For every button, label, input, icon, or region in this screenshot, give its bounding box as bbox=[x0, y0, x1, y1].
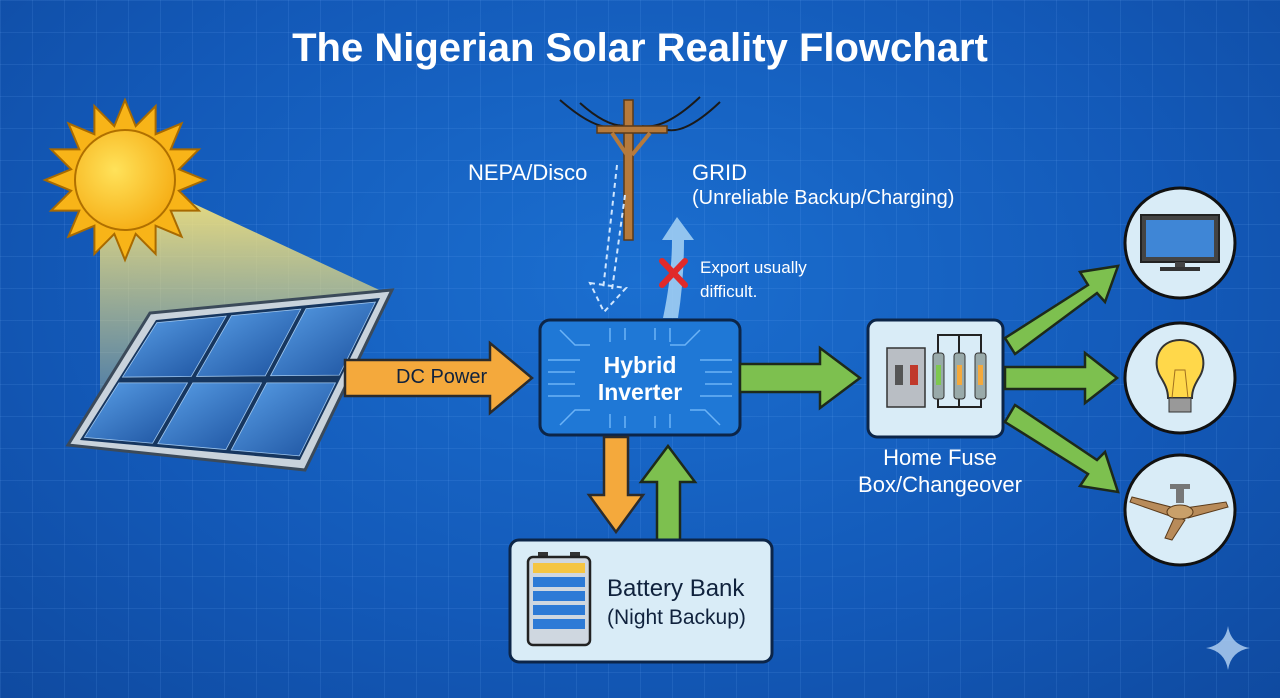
fuse-box-label-line2: Box/Changeover bbox=[858, 472, 1022, 497]
inverter-label-line2: Inverter bbox=[597, 379, 683, 405]
solar-cell bbox=[121, 315, 227, 378]
battery-sublabel: (Night Backup) bbox=[607, 606, 746, 629]
dc-power-label: DC Power bbox=[396, 366, 488, 388]
page-title: The Nigerian Solar Reality Flowchart bbox=[292, 26, 988, 70]
export-note-line2: difficult. bbox=[700, 282, 758, 301]
ac-output-arrow bbox=[738, 345, 863, 411]
solar-cell bbox=[195, 308, 302, 377]
arrow-to-bulb bbox=[1003, 350, 1120, 406]
sparkle-icon bbox=[1206, 626, 1250, 670]
sun-icon bbox=[42, 97, 208, 263]
inverter-label: Hybrid Inverter bbox=[540, 352, 740, 406]
inverter-label-line1: Hybrid bbox=[603, 352, 677, 378]
export-note-line1: Export usually bbox=[700, 258, 807, 277]
hybrid-inverter-box bbox=[538, 318, 742, 437]
power-pole-icon bbox=[559, 96, 721, 241]
arrow-to-tv bbox=[1003, 264, 1120, 356]
solar-cell bbox=[157, 382, 263, 450]
arrow-to-fan bbox=[1003, 403, 1120, 494]
solar-panel-icon bbox=[65, 288, 395, 472]
ceiling-fan-icon bbox=[1123, 453, 1237, 567]
fuse-box-icon bbox=[866, 318, 1005, 439]
solar-cell bbox=[269, 301, 377, 377]
fuse-box-label-line1: Home Fuse bbox=[883, 445, 997, 470]
grid-provider-label: NEPA/Disco bbox=[468, 160, 588, 185]
battery-icon bbox=[526, 552, 592, 647]
fuse-box-label: Home Fuse Box/Changeover bbox=[850, 444, 1030, 498]
battery-discharge-arrow bbox=[638, 443, 698, 542]
tv-icon bbox=[1123, 186, 1237, 300]
blocked-x-icon bbox=[659, 258, 688, 288]
grid-label: GRID bbox=[692, 160, 747, 185]
dc-power-arrow bbox=[343, 340, 534, 416]
solar-cell bbox=[230, 382, 337, 457]
battery-charge-arrow bbox=[586, 435, 646, 535]
light-bulb-icon bbox=[1123, 321, 1237, 435]
grid-import-arrow bbox=[588, 164, 629, 314]
grid-sublabel: (Unreliable Backup/Charging) bbox=[692, 187, 955, 209]
battery-label: Battery Bank bbox=[607, 575, 745, 602]
solar-cell bbox=[83, 382, 189, 444]
